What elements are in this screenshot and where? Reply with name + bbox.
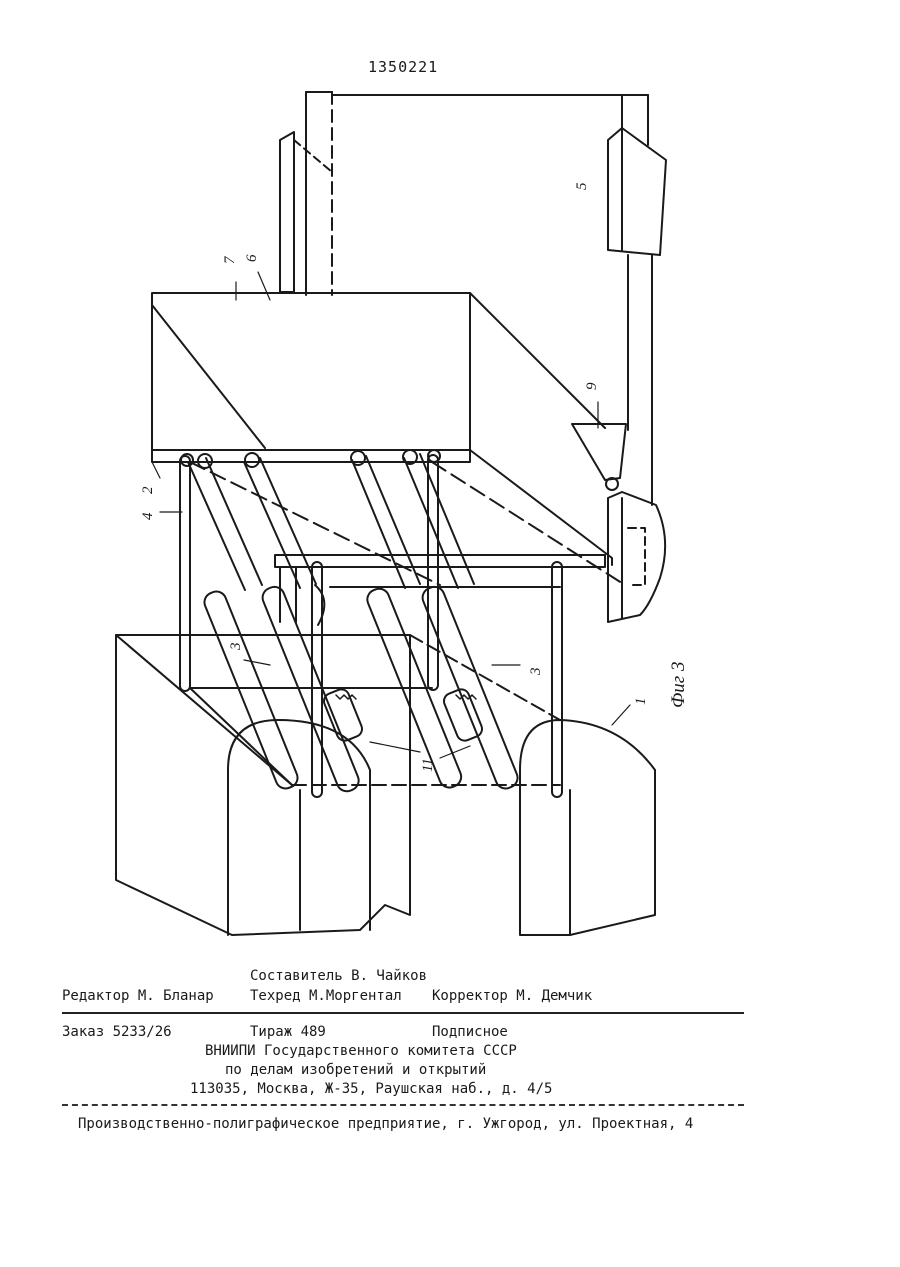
part-11-dampers xyxy=(322,687,485,743)
divider-bottom xyxy=(62,1104,744,1106)
org-line-2: по делам изобретений и открытий xyxy=(225,1062,486,1078)
label-5: 5 xyxy=(574,182,590,190)
subscription: Подписное xyxy=(432,1024,508,1040)
circulation: Тираж 489 xyxy=(250,1024,326,1040)
lower-box xyxy=(116,635,560,935)
label-3-right: 3 xyxy=(528,668,544,677)
org-line-1: ВНИИПИ Государственного комитета СССР xyxy=(205,1043,517,1059)
label-1: 1 xyxy=(633,698,649,706)
label-3-left: 3 xyxy=(228,643,244,652)
part-1-track-right xyxy=(520,720,655,935)
part-9-hinge xyxy=(572,424,626,490)
label-4: 4 xyxy=(140,512,156,520)
technical-drawing: 7 6 5 9 2 4 3 3 11 1 Фиг 3 xyxy=(0,0,900,960)
divider-top xyxy=(62,1012,744,1014)
compiler: Составитель В. Чайков xyxy=(250,968,427,984)
techred: Техред М.Моргентал xyxy=(250,988,402,1004)
lower-right-bracket xyxy=(608,492,665,622)
vehicle-frame xyxy=(306,92,652,505)
printer: Производственно-полиграфическое предприя… xyxy=(78,1116,693,1132)
label-9: 9 xyxy=(584,382,600,390)
cylinder-3 xyxy=(352,456,464,791)
corrector: Корректор М. Демчик xyxy=(432,988,592,1004)
part-5-bracket xyxy=(608,128,666,255)
label-2: 2 xyxy=(140,486,156,494)
figure-caption: Фиг 3 xyxy=(668,662,689,708)
label-7: 7 xyxy=(222,255,238,264)
address: 113035, Москва, Ж-35, Раушская наб., д. … xyxy=(190,1081,552,1097)
part-7-box xyxy=(152,293,612,565)
editor: Редактор М. Бланар xyxy=(62,988,214,1004)
order: Заказ 5233/26 xyxy=(62,1024,172,1040)
label-11: 11 xyxy=(420,758,436,772)
label-6: 6 xyxy=(244,254,260,262)
